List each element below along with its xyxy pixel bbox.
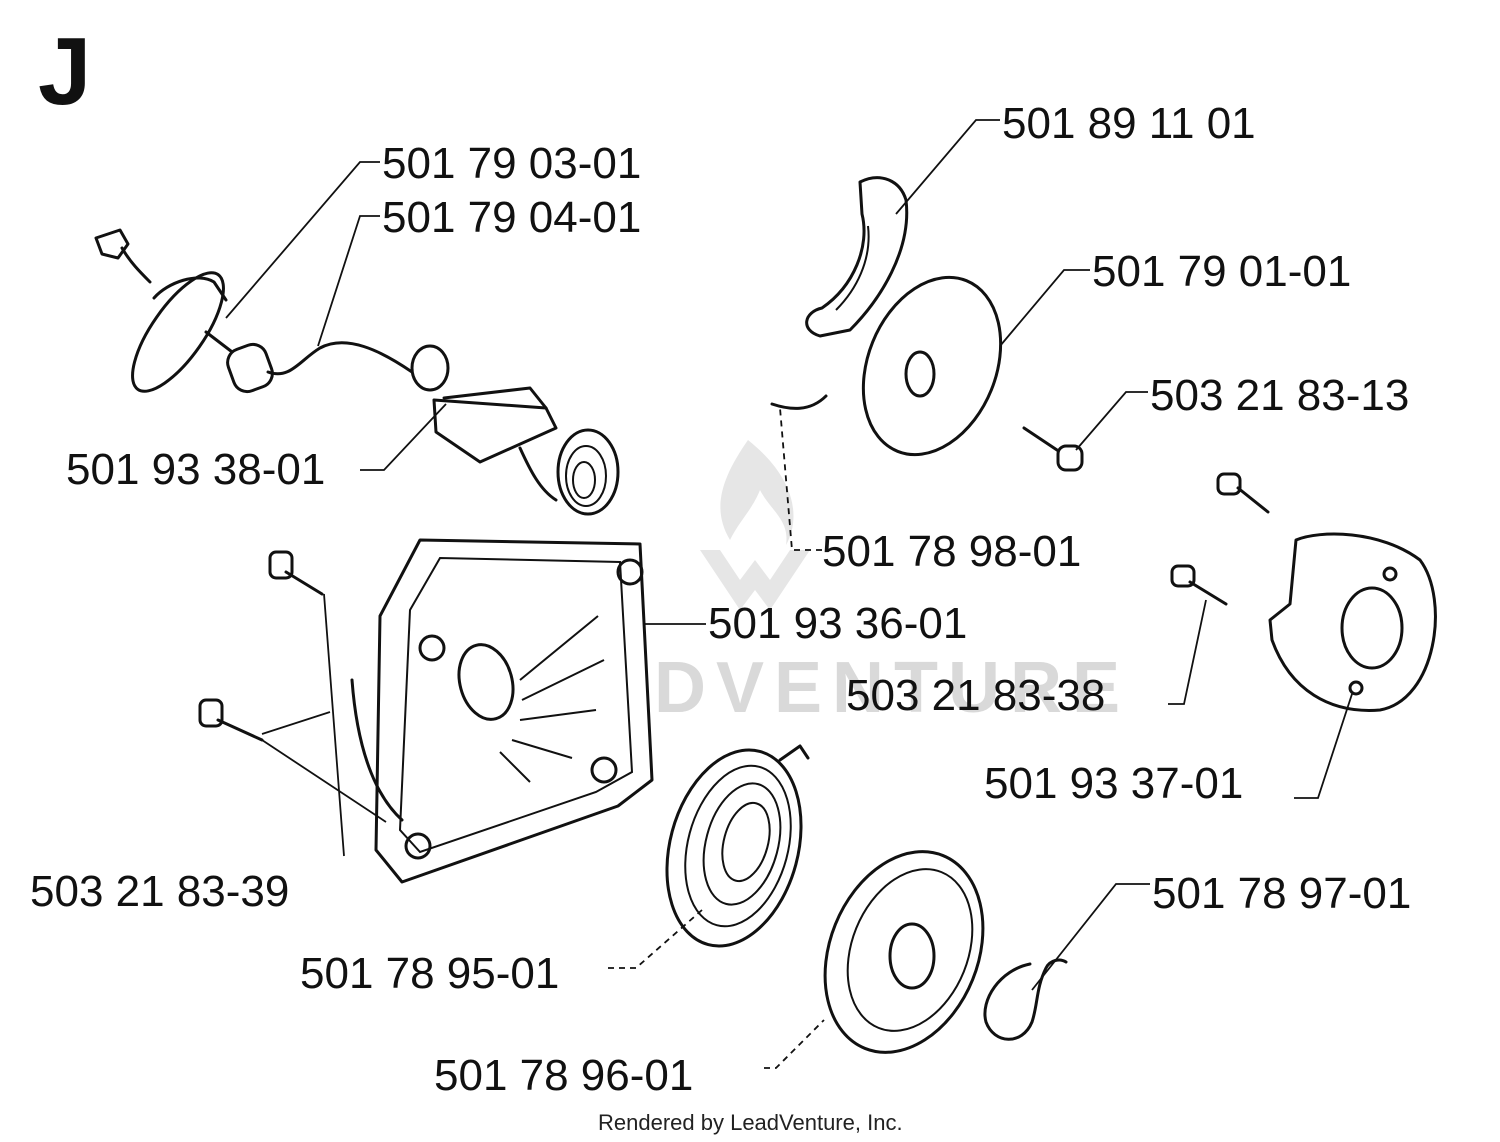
rope-pulley-drawing xyxy=(823,850,985,1054)
part-label: 501 79 01-01 xyxy=(1092,247,1351,296)
section-letter: J xyxy=(38,18,91,125)
rope-spring-drawing xyxy=(556,428,620,516)
recoil-spring-drawing xyxy=(665,744,810,948)
part-label: 501 93 38-01 xyxy=(66,445,325,494)
leader-503-21-83-38 xyxy=(1168,599,1207,705)
screw-c-drawing xyxy=(198,698,264,742)
part-label: 503 21 83-38 xyxy=(846,671,1105,720)
rope-guide-drawing xyxy=(410,344,558,502)
leader-501-79-03-01 xyxy=(225,161,380,319)
part-label: 503 21 83-13 xyxy=(1150,371,1409,420)
starter-pulley-drawing xyxy=(861,275,1003,457)
leader-501-78-95-01 xyxy=(608,909,703,969)
screw-d-drawing xyxy=(1216,472,1270,514)
leader-503-21-83-13 xyxy=(1075,391,1148,451)
screw-a-drawing xyxy=(1022,426,1084,472)
part-label: 501 89 11 01 xyxy=(1002,99,1256,148)
part-label: 501 78 98-01 xyxy=(822,527,1081,576)
screw-b-drawing xyxy=(268,550,324,596)
starter-housing-drawing xyxy=(350,538,654,884)
leader-501-78-97-01 xyxy=(1031,883,1150,991)
leader-501-89-11-01 xyxy=(895,119,1000,215)
part-label: 501 93 37-01 xyxy=(984,759,1243,808)
footer-credit: Rendered by LeadVenture, Inc. xyxy=(598,1110,903,1135)
part-label: 501 78 97-01 xyxy=(1152,869,1411,918)
part-label: 501 79 04-01 xyxy=(382,193,641,242)
part-label: 501 79 03-01 xyxy=(382,139,641,188)
watermark-flame-icon xyxy=(720,440,794,545)
leader-501-79-04-01 xyxy=(317,215,380,347)
leader-501-93-37-01 xyxy=(1294,693,1353,799)
leader-501-93-38-01 xyxy=(360,403,447,471)
leader-501-78-96-01 xyxy=(764,1019,825,1069)
pawl-arm-drawing xyxy=(805,176,909,338)
leader-lines xyxy=(225,119,1353,1069)
leader-503-21-83-39 xyxy=(261,593,387,857)
flywheel-hub-drawing xyxy=(1268,532,1437,712)
starter-handle-drawing xyxy=(94,228,414,394)
leader-501-79-01-01 xyxy=(999,269,1090,347)
part-label: 501 78 95-01 xyxy=(300,949,559,998)
part-label: 503 21 83-39 xyxy=(30,867,289,916)
watermark-v-icon xyxy=(700,550,810,610)
leader-501-78-98-01 xyxy=(779,407,822,551)
screw-e-drawing xyxy=(1170,564,1228,606)
part-labels: 501 79 03-01 501 79 04-01 501 93 38-01 5… xyxy=(30,99,1411,1100)
part-label: 501 93 36-01 xyxy=(708,599,967,648)
retainer-clip-drawing xyxy=(983,958,1068,1041)
clip-spring-drawing xyxy=(770,394,828,410)
part-label: 501 78 96-01 xyxy=(434,1051,693,1100)
